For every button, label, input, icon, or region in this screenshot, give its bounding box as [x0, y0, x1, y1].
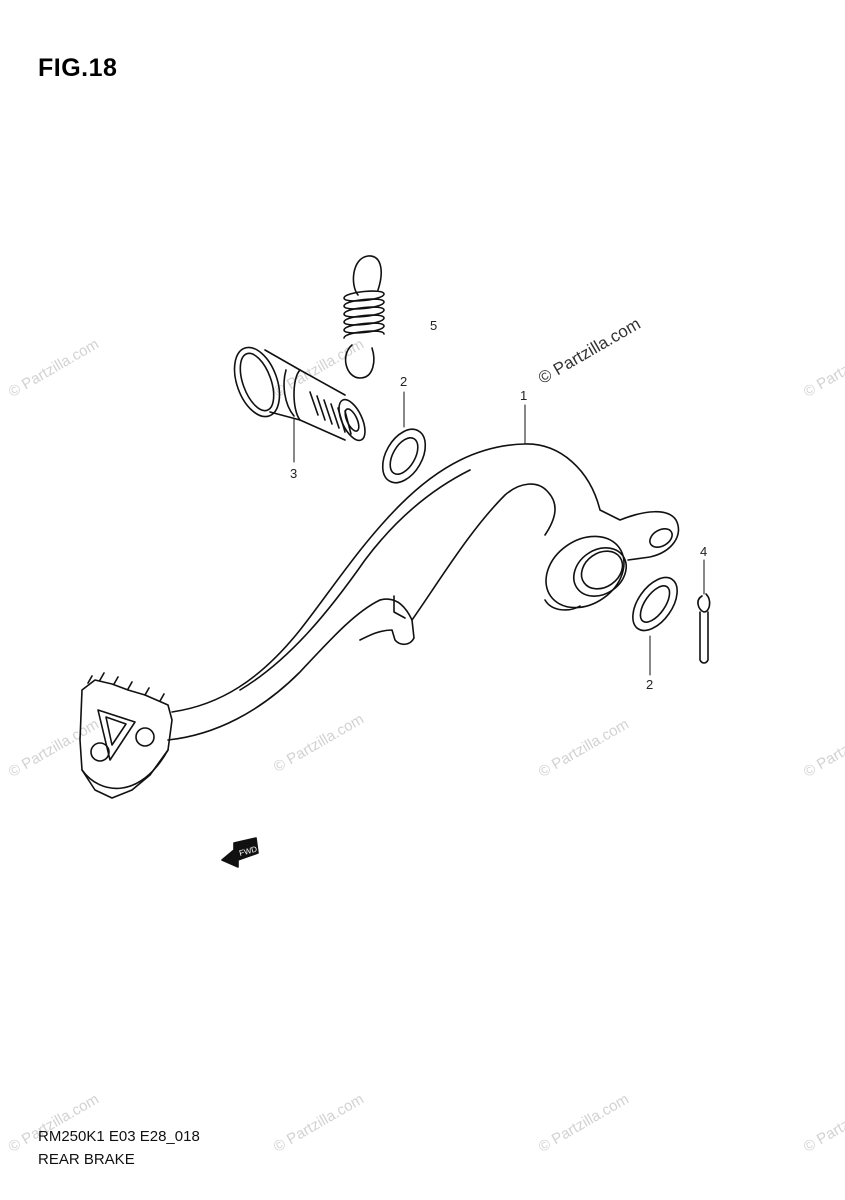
cotter-pin: [697, 593, 711, 664]
pivot-shaft: [233, 346, 366, 442]
callout-5: 5: [430, 318, 438, 333]
leader-lines: [293, 391, 705, 676]
callout-2-upper: 2: [400, 374, 408, 389]
figure-title: FIG.18: [38, 54, 118, 82]
diagram-caption: REAR BRAKE: [38, 1151, 135, 1168]
fwd-arrow-icon: FWD: [221, 837, 259, 868]
callout-3: 3: [290, 466, 298, 481]
washer-lower: [632, 576, 678, 632]
callout-4: 4: [700, 544, 708, 559]
callout-1: 1: [520, 388, 528, 403]
brake-pedal: [79, 443, 680, 799]
washer-upper: [381, 428, 427, 484]
callout-2-lower: 2: [646, 677, 654, 692]
diagram-code: RM250K1 E03 E28_018: [38, 1128, 200, 1145]
return-spring: [343, 255, 385, 379]
